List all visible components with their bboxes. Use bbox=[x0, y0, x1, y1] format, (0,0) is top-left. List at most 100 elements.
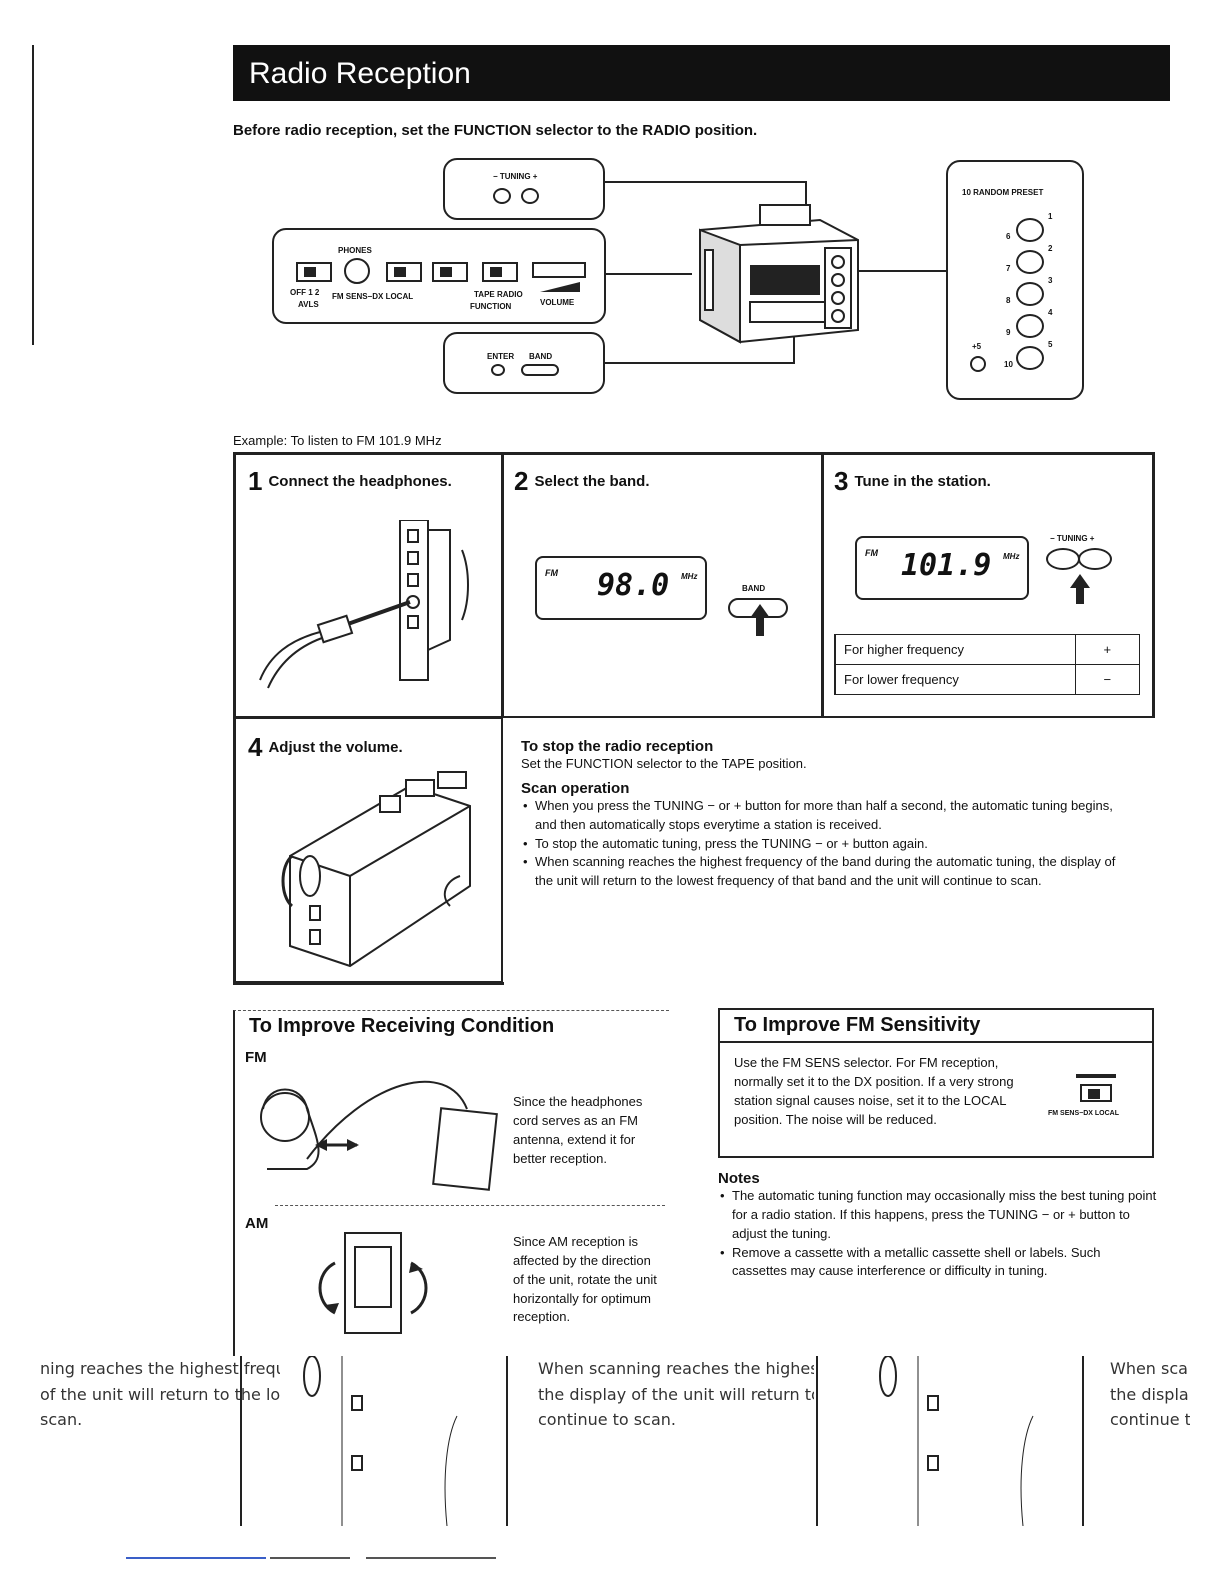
preset-label: 10 RANDOM PRESET bbox=[962, 188, 1044, 197]
lcd-frequency: 98.0 bbox=[597, 568, 670, 603]
fm-text: Since the headphones cord serves as an F… bbox=[513, 1094, 643, 1166]
preset-number: 2 bbox=[1048, 244, 1053, 253]
fm-sens-label: FM SENS−DX LOCAL bbox=[332, 292, 414, 301]
section-heading: To Improve FM Sensitivity bbox=[720, 1010, 1152, 1043]
intro-text: Before radio reception, set the FUNCTION… bbox=[233, 122, 758, 139]
phones-jack-icon bbox=[344, 258, 370, 284]
margin-rule bbox=[32, 45, 34, 345]
scan-artifact-mid: When scanning reaches the highest freque… bbox=[510, 1356, 814, 1476]
list-item: When scanning reaches the highest freque… bbox=[521, 853, 1121, 891]
preset-box: 10 RANDOM PRESET 1 2 3 4 5 6 7 8 9 10 +5 bbox=[946, 160, 1084, 400]
stop-heading: To stop the radio reception bbox=[521, 738, 714, 755]
tuning-label: − TUNING + bbox=[493, 172, 538, 181]
list-item: To stop the automatic tuning, press the … bbox=[521, 835, 1121, 854]
enter-band-box: ENTER BAND bbox=[443, 332, 605, 394]
notes-section: Notes The automatic tuning function may … bbox=[718, 1170, 1158, 1281]
lcd-display-fm-98: FM 98.0 MHz bbox=[535, 556, 707, 620]
left-right-arrow-icon bbox=[1076, 1074, 1116, 1078]
grid-divider bbox=[233, 716, 1155, 719]
step-2-heading: 2 Select the band. bbox=[514, 466, 650, 497]
scan-artifact-panel bbox=[816, 1356, 1084, 1526]
step-title: Select the band. bbox=[534, 473, 650, 490]
artifact-line: the display of the unit will return to t… bbox=[538, 1384, 814, 1404]
tuning-minus-icon bbox=[1046, 548, 1080, 570]
up-arrow-stem bbox=[1076, 586, 1084, 604]
preset-button-icon bbox=[1016, 314, 1044, 338]
tape-radio-label: TAPE RADIO bbox=[474, 290, 523, 299]
step-number: 3 bbox=[834, 466, 849, 496]
fm-sens-switch-label: FM SENS−DX LOCAL bbox=[1048, 1110, 1119, 1117]
avls-label: AVLS bbox=[298, 300, 319, 309]
notes-heading: Notes bbox=[718, 1170, 760, 1187]
step-title: Adjust the volume. bbox=[268, 739, 403, 756]
phones-label: PHONES bbox=[338, 246, 372, 255]
function-label: FUNCTION bbox=[470, 302, 512, 311]
preset-number: 10 bbox=[1004, 360, 1013, 369]
up-arrow-stem bbox=[756, 616, 764, 636]
list-item: Remove a cassette with a metallic casset… bbox=[718, 1244, 1158, 1282]
tuning-button-box: − TUNING + bbox=[443, 158, 605, 220]
preset-button-icon bbox=[1016, 346, 1044, 370]
preset-button-icon bbox=[1016, 250, 1044, 274]
lcd-unit: MHz bbox=[1003, 552, 1020, 561]
section-heading: To Improve Receiving Condition bbox=[249, 1015, 555, 1037]
enter-label: ENTER bbox=[487, 352, 515, 361]
preset-number: 5 bbox=[1048, 340, 1053, 349]
table-cell-label: For lower frequency bbox=[834, 664, 1076, 695]
bottom-rule bbox=[270, 1557, 350, 1559]
improve-fm-section: To Improve FM Sensitivity Use the FM SEN… bbox=[718, 1008, 1154, 1158]
avls-switch bbox=[296, 262, 332, 282]
example-text: Example: To listen to FM 101.9 MHz bbox=[233, 433, 442, 448]
stop-text: Set the FUNCTION selector to the TAPE po… bbox=[521, 756, 807, 771]
improve-receiving-section: To Improve Receiving Condition FM Since … bbox=[233, 1010, 669, 1356]
step-number: 2 bbox=[514, 466, 529, 496]
lcd-band: FM bbox=[545, 568, 558, 578]
artifact-line: continue t bbox=[1110, 1410, 1190, 1430]
scan-artifact-panel bbox=[240, 1356, 508, 1526]
step-number: 1 bbox=[248, 466, 263, 496]
enter-button bbox=[491, 364, 505, 376]
tuning-plus-icon bbox=[1078, 548, 1112, 570]
tuning-minus-button bbox=[493, 188, 511, 204]
lcd-band: FM bbox=[865, 548, 878, 558]
table-cell-sign: + bbox=[1074, 634, 1140, 665]
notes-list: The automatic tuning function may occasi… bbox=[718, 1187, 1158, 1281]
volume-slider bbox=[532, 262, 586, 278]
plus10-button bbox=[970, 356, 986, 372]
connector-line bbox=[858, 270, 946, 272]
am-label: AM bbox=[245, 1215, 269, 1232]
artifact-line: ning reaches the highest frequency of th… bbox=[40, 1359, 280, 1378]
step-1-heading: 1 Connect the headphones. bbox=[248, 466, 452, 497]
volume-dial-illustration bbox=[281, 771, 471, 968]
page-title: Radio Reception bbox=[233, 45, 1170, 101]
up-arrow-icon bbox=[750, 604, 770, 618]
grid-divider bbox=[233, 982, 504, 985]
table-cell-label: For higher frequency bbox=[834, 634, 1076, 665]
side-panel-box: PHONES OFF 1 2 AVLS FM SENS−DX LOCAL TAP… bbox=[272, 228, 606, 324]
volume-label: VOLUME bbox=[540, 298, 575, 307]
list-item: The automatic tuning function may occasi… bbox=[718, 1187, 1158, 1244]
lcd-unit: MHz bbox=[681, 572, 698, 581]
scan-list: When you press the TUNING − or + button … bbox=[521, 797, 1121, 891]
lcd-frequency: 101.9 bbox=[901, 548, 992, 583]
connector-line bbox=[606, 273, 692, 275]
connector-line bbox=[605, 181, 805, 183]
fm-sens-switch-icon bbox=[1080, 1084, 1112, 1102]
fm-antenna-illustration bbox=[260, 1080, 498, 1191]
up-arrow-icon bbox=[1070, 574, 1090, 588]
fm-label: FM bbox=[245, 1049, 267, 1066]
step-title: Connect the headphones. bbox=[268, 473, 452, 490]
artifact-line: When scanning reaches the highest freque… bbox=[538, 1359, 814, 1378]
tuning-button-label: − TUNING + bbox=[1050, 534, 1095, 543]
lcd-display-fm-1019: FM 101.9 MHz bbox=[855, 536, 1029, 600]
volume-wedge-icon bbox=[540, 282, 580, 292]
bottom-rule bbox=[366, 1557, 496, 1559]
preset-number: 8 bbox=[1006, 296, 1011, 305]
grid-divider bbox=[821, 452, 824, 718]
band-button-label: BAND bbox=[742, 584, 766, 593]
preset-button-icon bbox=[1016, 218, 1044, 242]
preset-number: 1 bbox=[1048, 212, 1053, 221]
am-rotate-illustration bbox=[318, 1232, 428, 1334]
preset-number: 4 bbox=[1048, 308, 1053, 317]
